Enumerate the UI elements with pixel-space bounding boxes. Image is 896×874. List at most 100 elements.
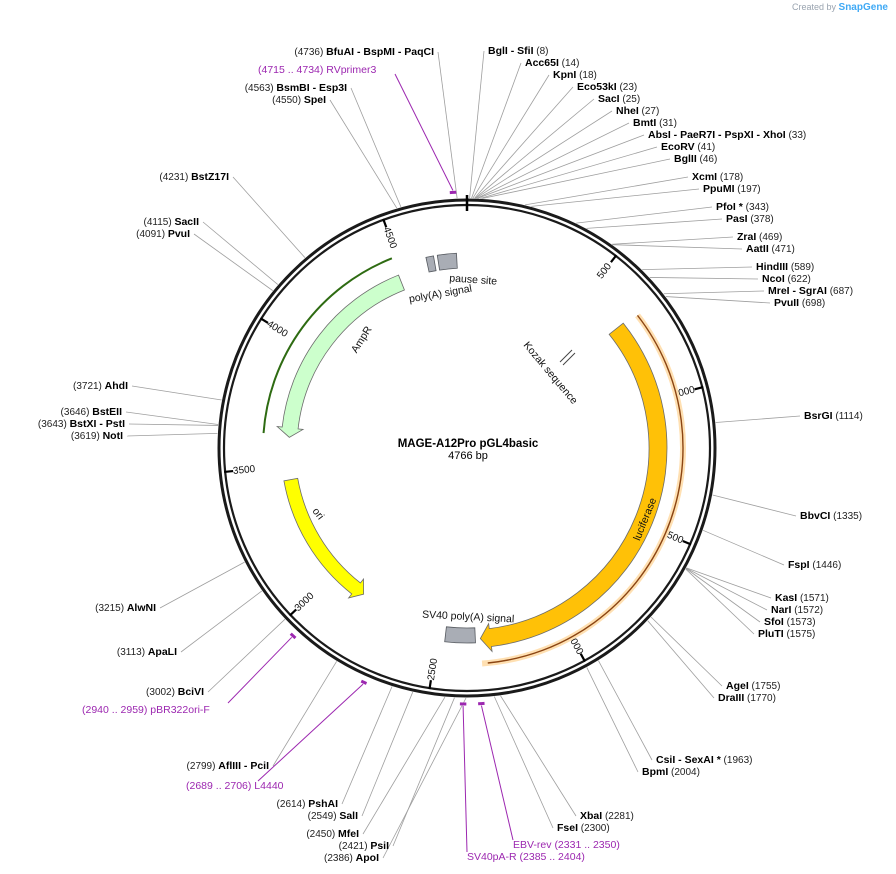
site-name: BfuAI - BspMI - PaqCI: [326, 46, 434, 58]
site-leader-line: [125, 411, 219, 425]
site-name: BmtI: [633, 117, 656, 129]
site-label: BbvCI (1335): [800, 510, 862, 522]
site-label: (4231) BstZ17I: [159, 171, 229, 183]
site-name: PpuMI: [703, 183, 735, 195]
site-position: (589): [788, 262, 814, 273]
primer-leader-line: [480, 705, 514, 841]
site-leader-line: [647, 620, 715, 699]
site-leader-line: [474, 98, 595, 199]
tick-label: 3500: [233, 464, 257, 477]
site-position: (27): [639, 106, 660, 117]
site-name: ApaLI: [148, 646, 177, 658]
site-name: PsiI: [370, 840, 389, 852]
site-leader-line: [437, 51, 458, 199]
site-name: XcmI: [692, 171, 717, 183]
primer-leader-line: [394, 73, 454, 191]
site-leader-line: [686, 567, 772, 599]
site-name: PvuI: [168, 228, 190, 240]
site-leader-line: [207, 618, 286, 693]
primer-label: SV40pA-R (2385 .. 2404): [467, 851, 585, 863]
site-name: ZraI: [737, 231, 756, 243]
site-position: (622): [785, 274, 811, 285]
site-label: (3215) AlwNI: [95, 602, 156, 614]
site-position: (1335): [830, 511, 862, 522]
site-position: (33): [786, 130, 807, 141]
tick-mark: [579, 653, 586, 663]
branding-prefix: Created by: [791, 2, 837, 12]
site-name: AbsI - PaeR7I - PspXI - XhoI: [648, 129, 786, 141]
luciferase-arrow: [479, 322, 668, 653]
primer-label: (2940 .. 2959) pBR322ori-F: [82, 704, 210, 716]
site-label: BsrGI (1114): [804, 410, 863, 422]
site-label: AbsI - PaeR7I - PspXI - XhoI (33): [648, 129, 806, 141]
site-name: SacI: [598, 93, 620, 105]
site-name: BstEII: [92, 406, 122, 418]
site-leader-line: [586, 218, 723, 229]
site-name: SalI: [339, 810, 358, 822]
site-position: (4115): [144, 217, 175, 228]
site-leader-line: [361, 691, 414, 817]
site-name: SacII: [174, 216, 199, 228]
site-position: (2004): [668, 767, 700, 778]
site-label: (3002) BciVI: [146, 686, 204, 698]
site-label: NarI (1572): [771, 604, 823, 616]
site-position: (1114): [833, 411, 863, 422]
site-name: NheI: [616, 105, 639, 117]
site-leader-line: [715, 415, 801, 423]
site-leader-line: [686, 567, 768, 611]
site-leader-line: [500, 695, 577, 817]
site-name: FseI: [557, 822, 578, 834]
site-name: BstXI - PstI: [70, 418, 126, 430]
site-name: KpnI: [553, 69, 576, 81]
site-position: (1755): [749, 681, 781, 692]
site-leader-line: [232, 176, 306, 258]
site-name: PfoI *: [716, 201, 744, 213]
site-position: (1571): [797, 593, 829, 604]
site-name: AflIII - PciI: [218, 760, 269, 772]
site-position: (31): [656, 118, 677, 129]
site-position: (4563): [245, 83, 277, 94]
site-label: (4115) SacII: [144, 216, 200, 228]
site-name: BglI - SfiI: [488, 45, 534, 57]
kozak-mark: [559, 349, 573, 363]
site-leader-line: [493, 696, 554, 829]
site-name: PasI: [726, 213, 748, 225]
site-position: (18): [576, 70, 597, 81]
site-position: (41): [695, 142, 716, 153]
feature-box: [444, 626, 476, 644]
primer-name: EBV-rev: [513, 839, 554, 851]
site-name: KasI: [775, 592, 797, 604]
site-name: SfoI: [764, 616, 784, 628]
tick-mark: [428, 680, 432, 690]
site-position: (4550): [272, 95, 304, 106]
site-leader-line: [611, 236, 734, 245]
site-label: (4563) BsmBI - Esp3I: [245, 82, 347, 94]
site-label: XcmI (178): [692, 171, 743, 183]
site-labels: BglI - SfiI (8)Acc65I (14)KpnI (18)Eco53…: [38, 45, 863, 864]
primer-name: RVprimer3: [326, 64, 376, 76]
primer-name: pBR322ori-F: [150, 704, 210, 716]
site-position: (469): [756, 232, 782, 243]
site-position: (2386): [324, 853, 356, 864]
primer-name: L4440: [254, 780, 283, 792]
luciferase-translation-line: [487, 314, 684, 664]
site-position: (2614): [277, 799, 309, 810]
ampr-translation-line: [262, 257, 393, 434]
feature-label: SV40 poly(A) signal: [422, 609, 515, 626]
primer-label: EBV-rev (2331 .. 2350): [513, 839, 620, 851]
tick-label: 3000: [293, 590, 317, 614]
primer-range: (2331 .. 2350): [554, 839, 619, 851]
site-leader-line: [392, 697, 455, 847]
site-position: (4091): [136, 229, 168, 240]
site-position: (1446): [810, 560, 842, 571]
site-leader-line: [531, 188, 700, 207]
site-label: BglII (46): [674, 153, 717, 165]
site-label: XbaI (2281): [580, 810, 634, 822]
site-label: (4091) PvuI: [136, 228, 190, 240]
site-name: NotI: [103, 430, 123, 442]
site-position: (3643): [38, 419, 70, 430]
site-leader-line: [126, 432, 218, 437]
site-leader-line: [598, 660, 653, 761]
site-leader-line: [350, 87, 402, 208]
